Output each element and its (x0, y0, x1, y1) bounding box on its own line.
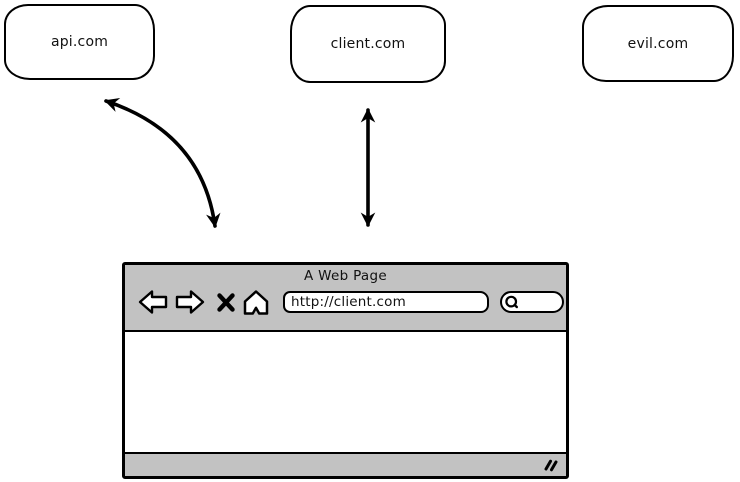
browser-content (125, 332, 566, 452)
resize-handle[interactable] (543, 458, 560, 472)
domain-label-client: client.com (330, 36, 406, 52)
home-icon (243, 289, 269, 315)
forward-button[interactable] (175, 289, 205, 315)
stop-button[interactable] (216, 292, 236, 313)
domain-node-api: api.com (4, 4, 155, 80)
browser-titlebar: A Web Page (125, 265, 566, 332)
back-icon (138, 290, 168, 314)
forward-icon (175, 290, 205, 314)
search-icon (505, 295, 518, 308)
back-button[interactable] (138, 289, 168, 315)
arrow-api-browser (104, 98, 221, 228)
url-bar[interactable]: http://client.com (283, 291, 489, 313)
home-button[interactable] (243, 289, 269, 316)
domain-node-evil: evil.com (582, 5, 734, 82)
resize-handle-icon (544, 459, 558, 472)
search-box[interactable] (500, 291, 564, 313)
stop-icon (217, 292, 235, 312)
browser-statusbar (125, 452, 566, 476)
domain-label-evil: evil.com (627, 35, 689, 52)
domain-node-client: client.com (290, 5, 446, 83)
url-text: http://client.com (291, 294, 406, 310)
browser-title: A Web Page (304, 268, 387, 284)
browser-toolbar: http://client.com (125, 286, 566, 318)
browser-window: A Web Page (122, 262, 569, 479)
domain-label-api: api.com (50, 34, 109, 50)
